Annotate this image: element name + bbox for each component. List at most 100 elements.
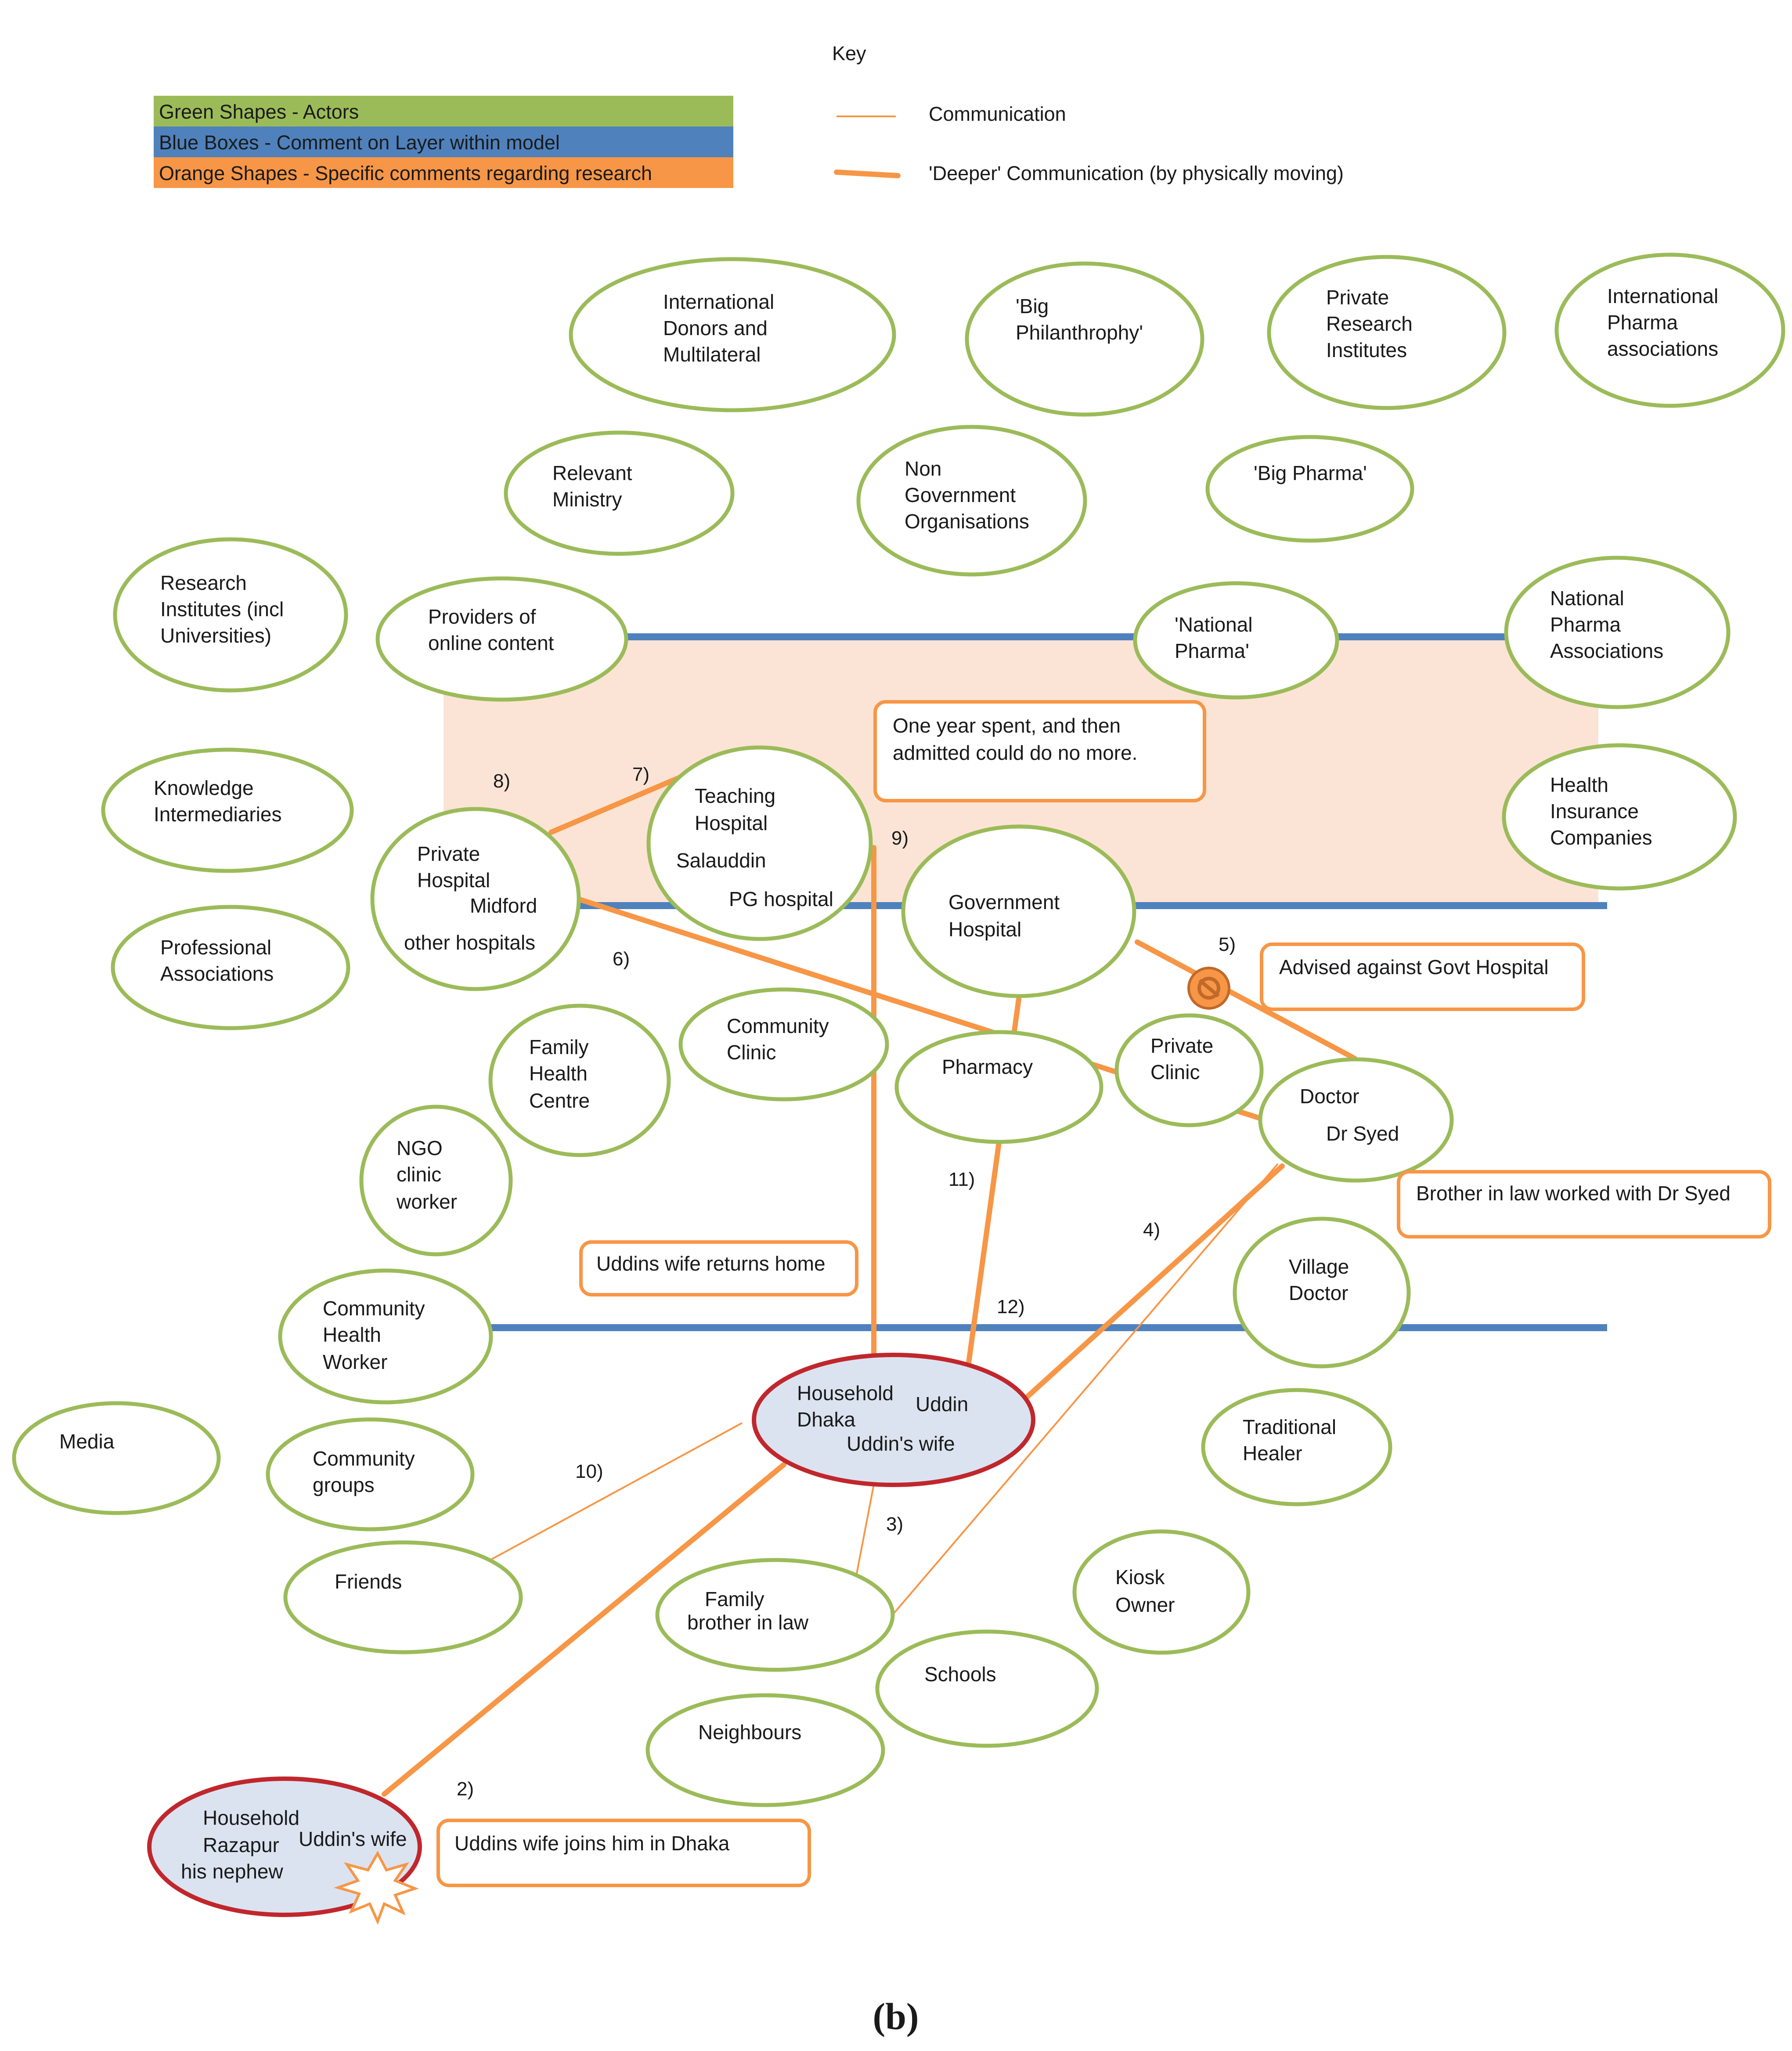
step-8: 8) [493,770,510,792]
actor-schools-label: Schools [924,1663,996,1686]
annotation-advised-text: Advised against Govt Hospital [1279,956,1549,979]
annotation-one-year-line-1: One year spent, and then [893,714,1121,737]
actor-national-pharma-associations-label-3: Associations [1550,639,1663,662]
actor-friends-label: Friends [335,1570,402,1593]
actor-family-brother-in-law [655,1558,895,1672]
legend-orange-label: Orange Shapes - Specific comments regard… [159,162,652,184]
actor-schools [875,1629,1099,1748]
actor-traditional-healer [1201,1388,1392,1506]
actor-national-pharma-label-1: 'National [1175,613,1253,636]
actor-knowledge-intermediaries [101,747,354,873]
actor-private-research-label-2: Research [1326,312,1413,335]
legend-green-label: Green Shapes - Actors [159,101,359,123]
actor-private-research [1267,255,1507,410]
actor-community-clinic-label-1: Community [727,1015,829,1037]
actor-international-pharma [1554,253,1785,408]
household-dhaka [752,1353,1035,1487]
annotation-one-year-line-2: admitted could do no more. [893,741,1137,764]
actor-research-institutes-label-1: Research [160,571,247,594]
actor-private-hospital [370,807,581,991]
actor-community-health-worker-label-1: Community [323,1297,425,1320]
actor-knowledge-intermediaries-label-2: Intermediaries [154,803,281,826]
household-razapur-label-3: Uddin's wife [299,1827,407,1850]
household-razapur-label-2: Razapur [203,1834,279,1856]
actor-neighbours [645,1693,885,1807]
edge-5-govt-doctor [1135,939,1357,1061]
actor-private-clinic-label-1: Private [1150,1034,1213,1057]
actor-national-pharma-associations [1504,556,1731,709]
actor-ngo-clinic-worker-label-3: worker [396,1190,457,1213]
edge-4-dhaka-doctor [1003,1163,1285,1419]
actor-national-pharma-associations-label-1: National [1550,587,1624,610]
actor-teaching-hospital-label-3: Salauddin [676,849,766,872]
actor-research-institutes-label-2: Institutes (incl [160,598,284,621]
actor-community-clinic [678,987,889,1101]
key-title: Key [832,42,866,65]
actor-ngo-clinic-worker [359,1105,513,1257]
actor-doctor-label-2: Dr Syed [1326,1122,1399,1145]
key-deeper-line [834,170,901,178]
step-10: 10) [575,1461,603,1482]
annotation-one-year [873,700,1206,802]
household-razapur [147,1777,422,1917]
actor-village-doctor-label-2: Doctor [1289,1282,1348,1304]
actor-national-pharma-associations-label-2: Pharma [1550,613,1621,636]
actor-community-groups-label-1: Community [313,1447,415,1470]
actor-traditional-healer-label-2: Healer [1243,1442,1302,1465]
annotation-returns [579,1240,858,1296]
figure-caption: (b) [873,1995,919,2037]
actor-relevant-ministry [504,430,735,556]
legend-blue-label: Blue Boxes - Comment on Layer within mod… [159,131,560,154]
actor-professional-associations-label-1: Professional [160,936,271,959]
actor-private-hospital-label-4: other hospitals [404,931,535,954]
actor-online-content-label-2: online content [428,632,554,654]
actor-ngos-label-3: Organisations [905,510,1029,533]
actor-family-health-centre-label-2: Health [529,1062,588,1085]
step-11: 11) [948,1169,975,1190]
actor-international-pharma-label-1: International [1607,285,1718,307]
actor-big-pharma-label: 'Big Pharma' [1254,462,1367,484]
actor-private-hospital-label-1: Private [417,842,480,865]
step-9: 9) [891,827,909,849]
actor-kiosk-owner-label-1: Kiosk [1115,1566,1165,1589]
step-2: 2) [457,1778,474,1800]
actor-friends [283,1540,523,1654]
actor-international-pharma-label-3: associations [1607,337,1718,360]
legend: Green Shapes - Actors Blue Boxes - Comme… [154,96,733,188]
key: Key Communication 'Deeper' Communication… [832,42,1344,184]
actor-health-insurance-label-2: Insurance [1550,800,1639,823]
actor-ngos [856,425,1087,577]
edge-7-private-teaching [548,773,688,835]
annotation-joins-text: Uddins wife joins him in Dhaka [454,1832,730,1855]
actor-national-pharma-label-2: Pharma' [1175,639,1249,662]
actor-family-health-centre-label-1: Family [529,1036,588,1058]
step-3: 3) [886,1513,903,1535]
edge-3-dhaka-family [855,1484,875,1576]
legend-green-swatch [154,96,733,126]
step-6: 6) [613,948,630,970]
actor-ngos-label-2: Government [905,484,1016,506]
actor-research-institutes-label-3: Universities) [160,624,271,647]
actor-community-health-worker-label-2: Health [323,1323,381,1346]
actors: International Donors and Multilateral 'B… [12,253,1785,1807]
legend-orange-swatch [154,157,733,188]
actor-doctor [1258,1057,1454,1183]
actor-health-insurance-label-1: Health [1550,773,1608,796]
actor-community-health-worker [278,1268,493,1405]
actor-knowledge-intermediaries-label-1: Knowledge [154,776,254,799]
actor-private-clinic [1114,1013,1264,1127]
annotation-joins [436,1819,811,1887]
explosion-icon [334,1850,419,1925]
household-dhaka-label-4: Uddin's wife [847,1432,955,1455]
edge-family-doctor [891,1163,1279,1617]
key-deeper-label: 'Deeper' Communication (by physically mo… [929,162,1344,184]
actor-big-philanthropy [965,261,1204,417]
no-entry-icon [1187,967,1230,1010]
actor-pharmacy-label: Pharmacy [942,1055,1033,1078]
annotation-brother-text: Brother in law worked with Dr Syed [1416,1182,1731,1205]
actor-online-content [375,576,628,702]
actor-teaching-hospital-label-1: Teaching [695,784,775,807]
actor-relevant-ministry-label-1: Relevant [552,462,632,484]
actor-traditional-healer-label-1: Traditional [1243,1415,1336,1438]
